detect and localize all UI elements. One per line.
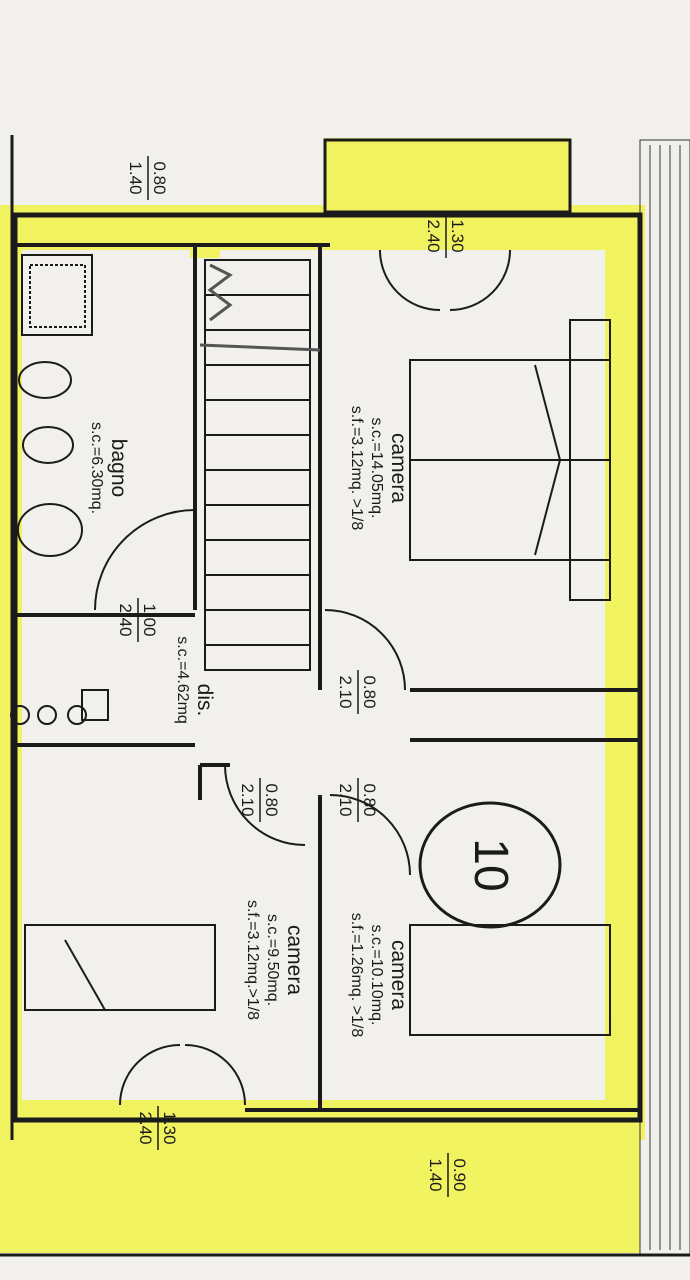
door-camera-right-w: 0.80 [360, 783, 379, 816]
dis-sc: s.c.=4.62mq [174, 636, 191, 724]
camera-right-name: camera [387, 940, 410, 1010]
interior-walls [15, 243, 642, 1120]
door-camera-left-w: 0.80 [262, 783, 281, 816]
bagno-sc: s.c.=6.30mq. [88, 422, 105, 514]
camera-right-sf: s.f.=1.26mq. >1/8 [348, 913, 365, 1038]
window-top-door-w: 1.30 [448, 219, 467, 252]
door-camera-right-h: 2.10 [336, 783, 355, 816]
door-camera-top-w: 0.80 [360, 675, 379, 708]
door-camera-top-h: 2.10 [336, 675, 355, 708]
outer-walls [0, 135, 690, 1257]
door-bottom-left-h: 2.40 [136, 1111, 155, 1144]
dis-name: dis. [193, 684, 216, 717]
door-camera-left-h: 2.10 [238, 783, 257, 816]
fixtures-misc [10, 689, 109, 725]
camera-left-sf: s.f.=3.12mq.>1/8 [244, 900, 261, 1020]
window-top-door-h: 2.40 [424, 219, 443, 252]
window-top-left-w: 0.80 [150, 161, 169, 194]
window-bottom-right-w: 0.90 [450, 1158, 469, 1191]
door-bagno-w: 1.00 [140, 603, 159, 636]
bathroom-fixtures [17, 254, 93, 557]
balcony-hatch [639, 139, 690, 1256]
staircase [199, 259, 321, 671]
camera-top-sf: s.f.=3.12mq. >1/8 [348, 406, 365, 531]
highlight-marks [0, 138, 645, 1253]
bagno-name: bagno [107, 439, 130, 497]
door-bottom-left-w: 1.30 [160, 1111, 179, 1144]
door-swings [94, 249, 511, 1106]
camera-right-sc: s.c.=10.10mq. [368, 925, 385, 1026]
door-bagno-h: 2.40 [116, 603, 135, 636]
camera-left-name: camera [283, 925, 306, 995]
camera-top-name: camera [387, 433, 410, 503]
camera-left-sc: s.c.=9.50mq. [264, 914, 281, 1006]
beds [24, 319, 611, 1036]
handwritten-number: 10 [464, 838, 517, 891]
camera-top-sc: s.c.=14.05mq. [368, 418, 385, 519]
handwritten-circle [418, 801, 562, 929]
window-bottom-right-h: 1.40 [426, 1158, 445, 1191]
window-top-left-h: 1.40 [126, 161, 145, 194]
